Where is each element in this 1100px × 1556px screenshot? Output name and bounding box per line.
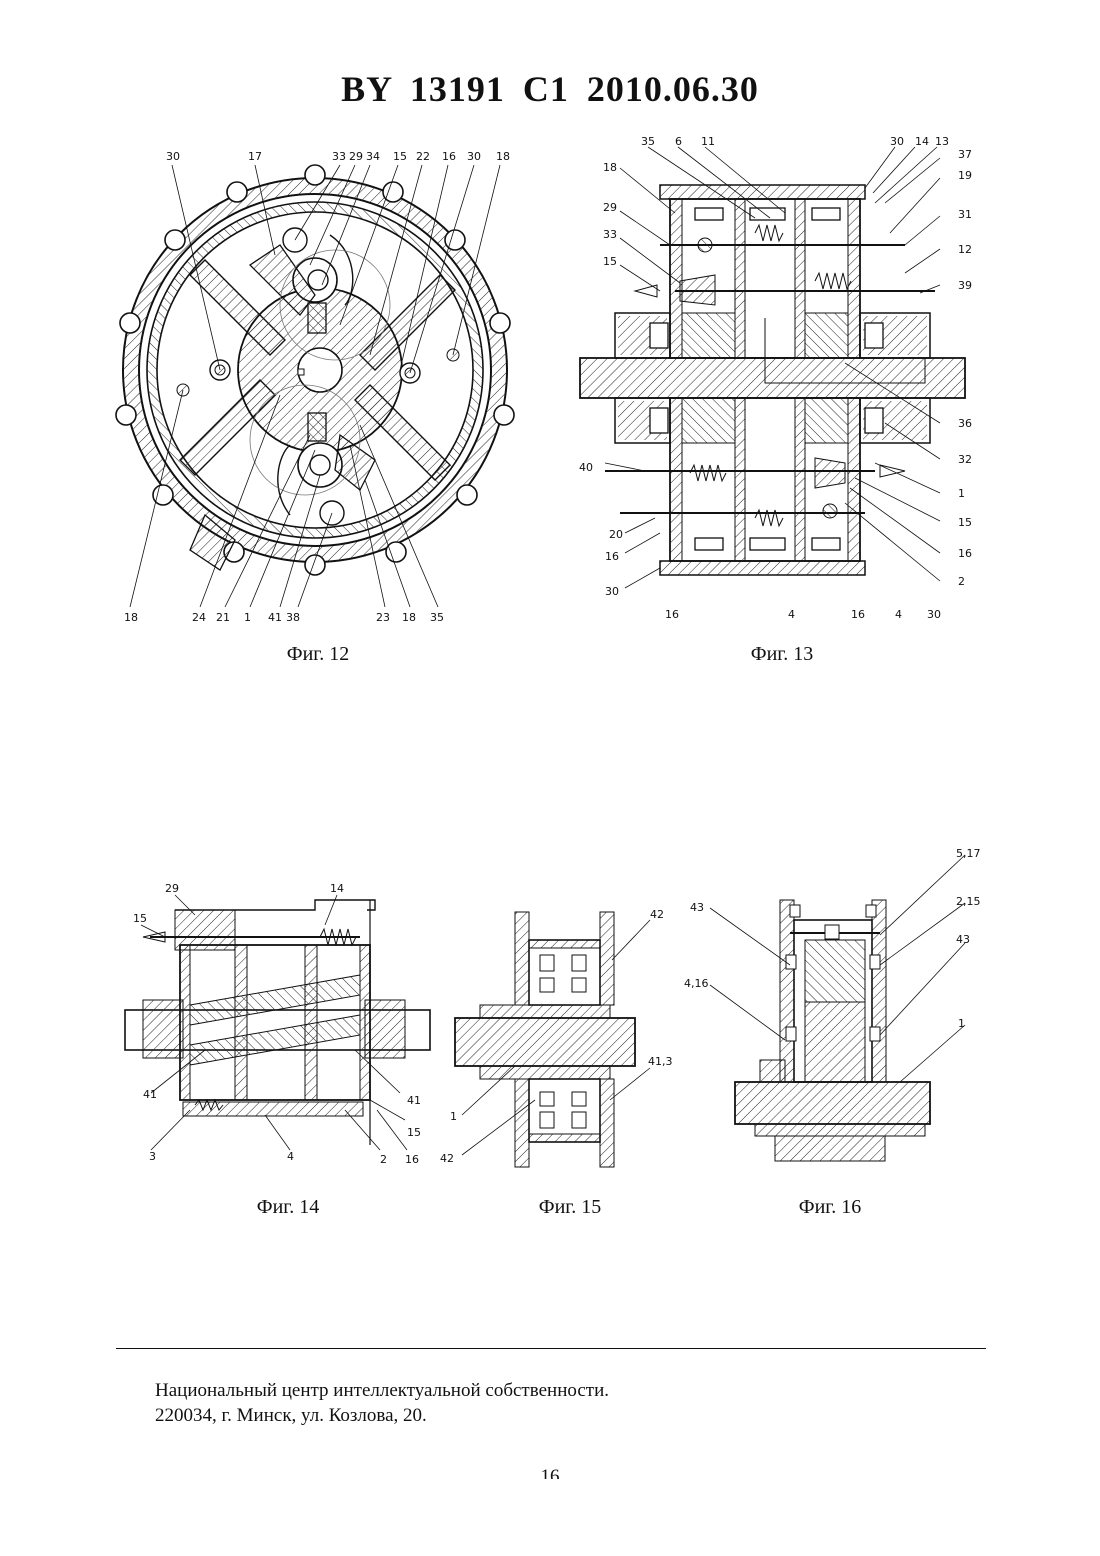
fig14-label: 14 (330, 882, 344, 895)
fig13-label: 29 (603, 201, 617, 214)
fig12-label: 18 (124, 611, 138, 624)
fig12-label: 24 (192, 611, 206, 624)
fig12-label: 30 (166, 150, 180, 163)
fig15-label: 42 (650, 908, 664, 921)
figure-14-drawing: 29 14 15 41 41 15 3 4 2 16 (115, 880, 440, 1180)
fig13-label: 37 (958, 148, 972, 161)
fig13-label: 32 (958, 453, 972, 466)
fig13-label: 30 (890, 135, 904, 148)
fig13-label: 35 (641, 135, 655, 148)
figure-13-caption: Фиг. 13 (702, 643, 862, 666)
fig13-label: 6 (675, 135, 682, 148)
fig14-label: 41 (407, 1094, 421, 1107)
figure-14: 29 14 15 41 41 15 3 4 2 16 (115, 880, 440, 1180)
fig12-label: 38 (286, 611, 300, 624)
fig15-label: 42 (440, 1152, 454, 1165)
fig12-label: 29 (349, 150, 363, 163)
fig12-label: 30 (467, 150, 481, 163)
figure-13-drawing: 35 6 11 30 14 13 18 29 33 15 40 20 16 30… (575, 133, 990, 628)
fig13-label: 12 (958, 243, 972, 256)
figure-15: 42 41,3 1 42 (440, 900, 690, 1180)
figure-16-drawing: 5,17 43 2,15 43 4,16 1 (680, 845, 990, 1175)
fig14-label: 29 (165, 882, 179, 895)
footer-organization: Национальный центр интеллектуальной собс… (155, 1380, 609, 1402)
fig14-label: 15 (133, 912, 147, 925)
fig13-label: 4 (895, 608, 902, 621)
fig14-label: 3 (149, 1150, 156, 1163)
figure-12-caption: Фиг. 12 (238, 643, 398, 666)
figure-12: 30 17 33 29 34 15 22 16 30 18 18 24 21 1… (110, 145, 540, 635)
footer-divider (116, 1348, 986, 1349)
footer-address: 220034, г. Минск, ул. Козлова, 20. (155, 1405, 427, 1427)
figure-12-drawing: 30 17 33 29 34 15 22 16 30 18 18 24 21 1… (110, 145, 540, 635)
fig14-label: 4 (287, 1150, 294, 1163)
fig13-label: 19 (958, 169, 972, 182)
fig12-label: 18 (496, 150, 510, 163)
fig13-label: 13 (935, 135, 949, 148)
fig13-label: 31 (958, 208, 972, 221)
fig12-label: 33 (332, 150, 346, 163)
fig13-label: 1 (958, 487, 965, 500)
fig16-label: 43 (690, 901, 704, 914)
fig12-label: 17 (248, 150, 262, 163)
fig16-label: 5,17 (956, 847, 981, 860)
fig13-label: 20 (609, 528, 623, 541)
fig13-label: 36 (958, 417, 972, 430)
fig13-label: 16 (665, 608, 679, 621)
fig13-label: 18 (603, 161, 617, 174)
fig12-label: 21 (216, 611, 230, 624)
fig14-label: 15 (407, 1126, 421, 1139)
figure-13: 35 6 11 30 14 13 18 29 33 15 40 20 16 30… (575, 133, 990, 628)
fig13-label: 16 (851, 608, 865, 621)
fig13-label: 4 (788, 608, 795, 621)
figure-16-caption: Фиг. 16 (750, 1196, 910, 1219)
fig13-label: 39 (958, 279, 972, 292)
fig15-label: 1 (450, 1110, 457, 1123)
fig13-label: 15 (958, 516, 972, 529)
fig12-label: 18 (402, 611, 416, 624)
figure-15-caption: Фиг. 15 (490, 1196, 650, 1219)
fig13-label: 16 (605, 550, 619, 563)
fig13-label: 15 (603, 255, 617, 268)
page-number: 16 (0, 1466, 1100, 1479)
figure-16: 5,17 43 2,15 43 4,16 1 (680, 845, 990, 1175)
fig12-label: 15 (393, 150, 407, 163)
fig12-label: 1 (244, 611, 251, 624)
fig13-label: 33 (603, 228, 617, 241)
fig14-label: 41 (143, 1088, 157, 1101)
figure-14-caption: Фиг. 14 (208, 1196, 368, 1219)
fig13-label: 40 (579, 461, 593, 474)
fig13-label: 16 (958, 547, 972, 560)
fig13-label: 30 (927, 608, 941, 621)
fig16-label: 4,16 (684, 977, 709, 990)
fig12-label: 34 (366, 150, 380, 163)
fig13-label: 11 (701, 135, 715, 148)
fig14-label: 16 (405, 1153, 419, 1166)
fig16-label: 2,15 (956, 895, 981, 908)
fig16-label: 43 (956, 933, 970, 946)
fig13-label: 14 (915, 135, 929, 148)
patent-header: BY 13191 C1 2010.06.30 (0, 68, 1100, 110)
fig12-label: 41 (268, 611, 282, 624)
fig13-label: 30 (605, 585, 619, 598)
fig13-label: 2 (958, 575, 965, 588)
fig12-label: 22 (416, 150, 430, 163)
fig15-label: 41,3 (648, 1055, 673, 1068)
figure-15-drawing: 42 41,3 1 42 (440, 900, 690, 1180)
fig14-label: 2 (380, 1153, 387, 1166)
fig12-label: 16 (442, 150, 456, 163)
fig12-label: 23 (376, 611, 390, 624)
fig16-label: 1 (958, 1017, 965, 1030)
fig12-label: 35 (430, 611, 444, 624)
